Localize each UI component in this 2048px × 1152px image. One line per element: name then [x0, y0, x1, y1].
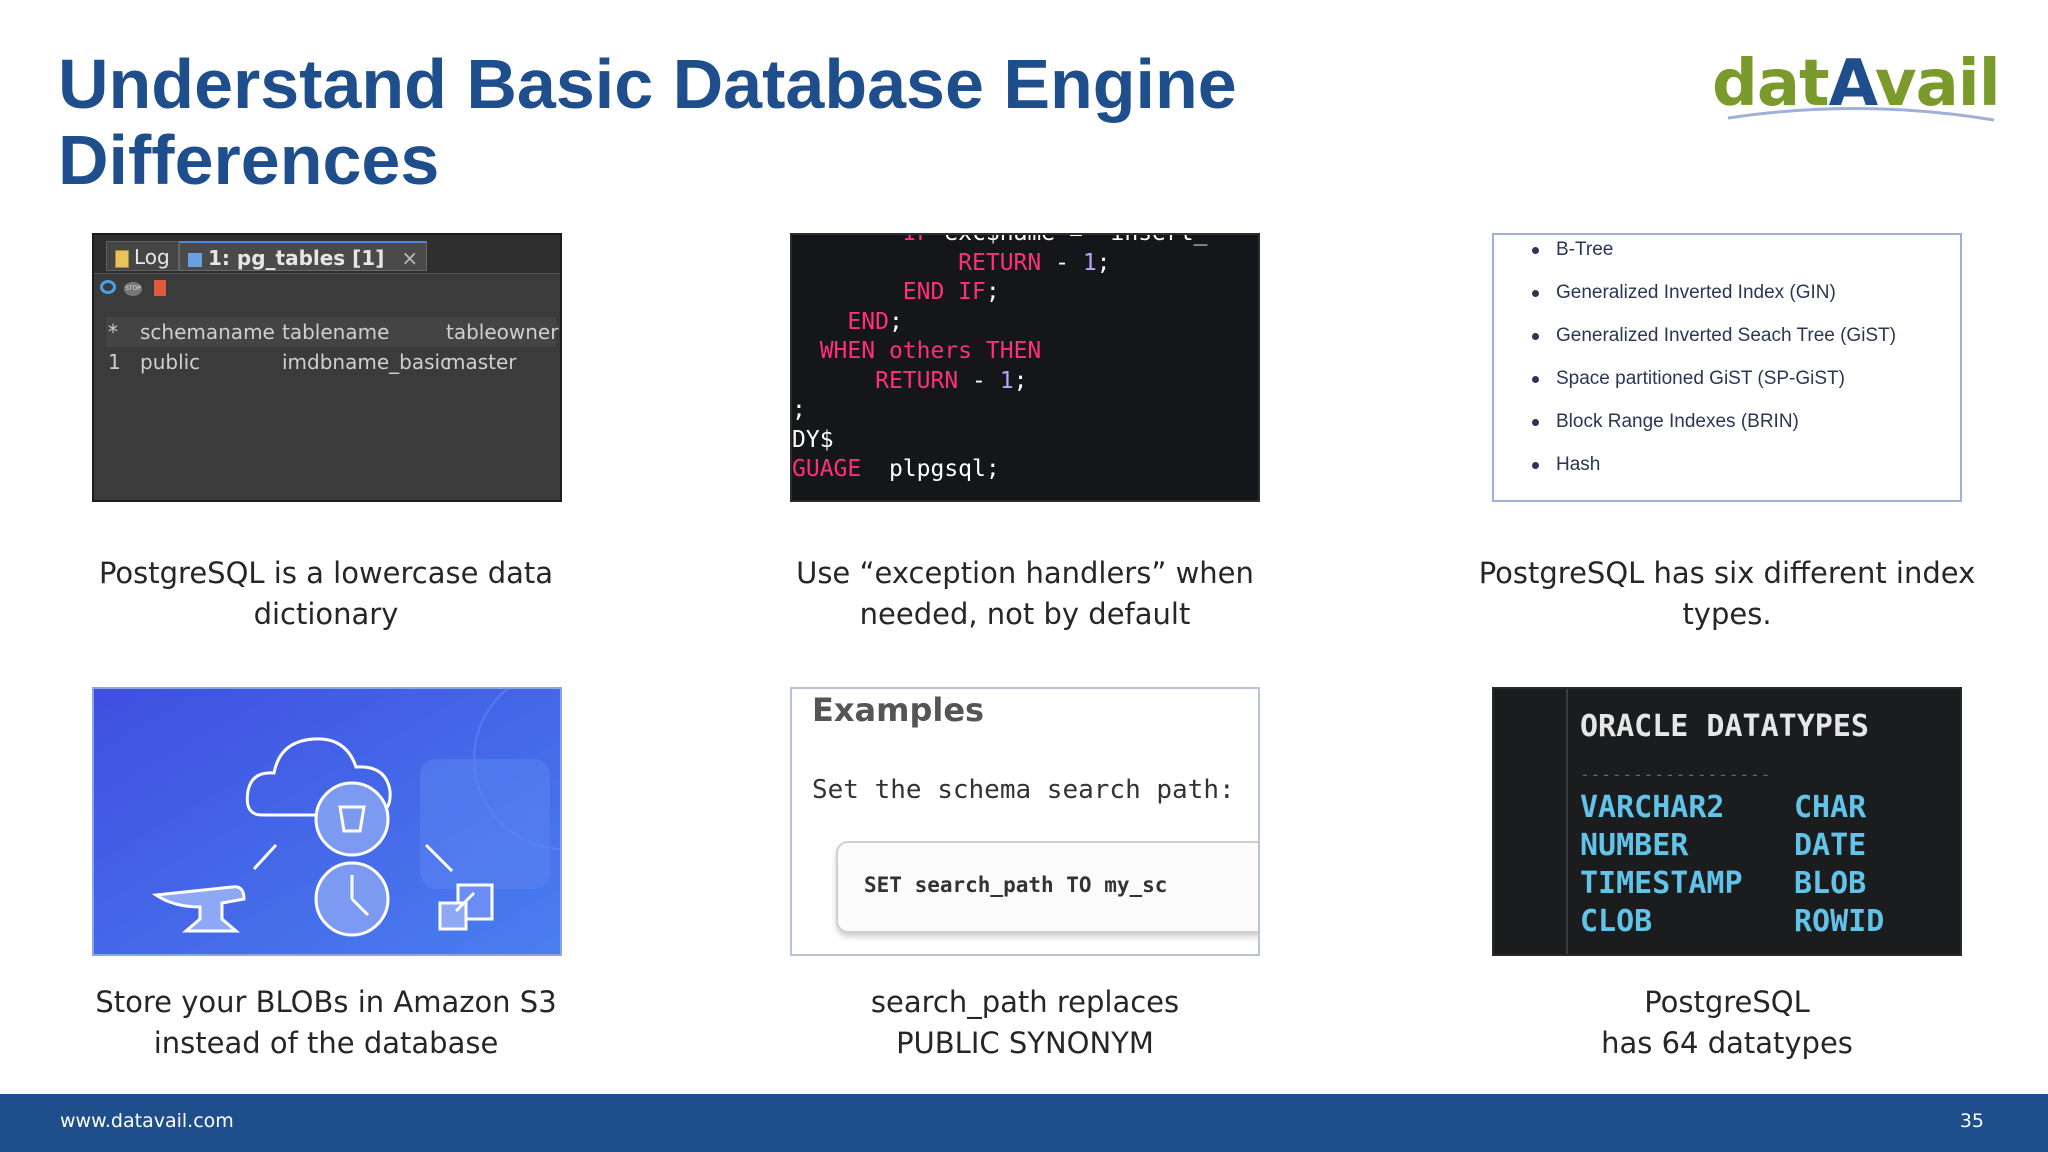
close-icon[interactable]: ×: [401, 246, 419, 270]
table-row[interactable]: 1 public imdbname_basic master: [108, 350, 517, 374]
caption-search-path: search_path replaces PUBLIC SYNONYM: [870, 985, 1180, 1060]
logo-text-left: dat: [1712, 47, 1830, 121]
result-grid: * schemaname tablename tableowner 1 publ…: [106, 317, 559, 377]
column-tablename[interactable]: tablename: [282, 320, 390, 344]
column-schemaname[interactable]: schemaname: [140, 320, 275, 344]
code-box: SET search_path TO my_sc: [836, 841, 1258, 933]
code-line: ;: [792, 397, 806, 423]
code-line: WHEN others THEN: [819, 338, 1042, 364]
datavail-logo: datAvail: [1712, 47, 2001, 128]
caption-exception-handlers: Use “exception handlers” when needed, no…: [796, 556, 1254, 631]
table-icon: [188, 252, 202, 267]
list-item: B-Tree: [1532, 235, 1896, 278]
code-line: RETURN - 1;: [958, 249, 1111, 276]
list-item: Generalized Inverted Index (GIN): [1532, 278, 1896, 321]
list-item: Block Range Indexes (BRIN): [1532, 407, 1896, 450]
exception-handler-code: IF exc$name = 'insert_ RETURN - 1; END I…: [790, 233, 1260, 502]
code-line: DY$: [792, 426, 834, 453]
datatype: TIMESTAMP: [1580, 866, 1743, 901]
datatype: VARCHAR2: [1580, 790, 1725, 825]
log-icon: [115, 249, 129, 268]
index-types-list: B-Tree Generalized Inverted Index (GIN) …: [1492, 233, 1962, 502]
caption-blobs-s3: Store your BLOBs in Amazon S3 instead of…: [95, 985, 557, 1060]
list-item: Hash: [1532, 450, 1896, 493]
list-item: Space partitioned GiST (SP-GiST): [1532, 364, 1896, 407]
s3-blob-illustration: [92, 687, 562, 956]
grid-header-row: * schemaname tablename tableowner: [106, 317, 559, 347]
code-line: IF exc$name = 'insert_: [902, 233, 1208, 246]
oracle-title: ORACLE DATATYPES: [1580, 709, 1869, 744]
datatype: ROWID: [1794, 904, 1885, 939]
footer-url[interactable]: www.datavail.com: [60, 1110, 234, 1132]
caption-64-datatypes: PostgreSQL has 64 datatypes: [1601, 985, 1853, 1060]
datatype: CHAR: [1794, 790, 1867, 825]
oracle-divider: ------------------: [1580, 765, 1772, 784]
caption-index-types: PostgreSQL has six different index types…: [1478, 556, 1976, 631]
pg-tables-screenshot: Log 1: pg_tables [1] × STOP * schemaname…: [92, 233, 562, 502]
datatype: BLOB: [1794, 866, 1867, 901]
cloud-storage-icon: [94, 689, 560, 954]
column-tableowner[interactable]: tableowner: [446, 320, 559, 344]
code-line: END IF;: [902, 279, 1000, 305]
datatype: NUMBER: [1580, 828, 1689, 863]
logo-swoosh-icon: [1727, 106, 1995, 122]
page-number: 35: [1959, 1110, 1984, 1132]
code-line: RETURN - 1;: [875, 367, 1028, 394]
result-tabbar: Log 1: pg_tables [1] ×: [94, 235, 560, 274]
code-line: GUAGE plpgsql;: [792, 456, 1000, 482]
slide-footer: www.datavail.com 35: [0, 1094, 2048, 1152]
tab-pg-tables[interactable]: 1: pg_tables [1] ×: [179, 241, 428, 271]
stop-icon[interactable]: STOP: [124, 282, 142, 296]
datatype: CLOB: [1580, 904, 1653, 939]
list-item: Generalized Inverted Seach Tree (GiST): [1532, 321, 1896, 364]
slide-title: Understand Basic Database Engine Differe…: [58, 45, 1237, 199]
result-toolbar: STOP: [94, 274, 560, 304]
datatype: DATE: [1794, 828, 1867, 863]
examples-heading: Examples: [812, 691, 985, 729]
export-icon[interactable]: [154, 280, 166, 296]
refresh-icon[interactable]: [100, 280, 116, 294]
oracle-datatypes: ORACLE DATATYPES ------------------ VARC…: [1492, 687, 1962, 956]
tab-log[interactable]: Log: [106, 241, 179, 271]
plpgsql-code: IF exc$name = 'insert_ RETURN - 1; END I…: [792, 233, 1258, 485]
search-path-code: SET search_path TO my_sc: [864, 873, 1168, 897]
search-path-example: Examples Set the schema search path: SET…: [790, 687, 1260, 956]
code-line: END;: [847, 308, 903, 335]
caption-lowercase-dictionary: PostgreSQL is a lowercase data dictionar…: [98, 556, 554, 631]
examples-text: Set the schema search path:: [812, 775, 1235, 805]
